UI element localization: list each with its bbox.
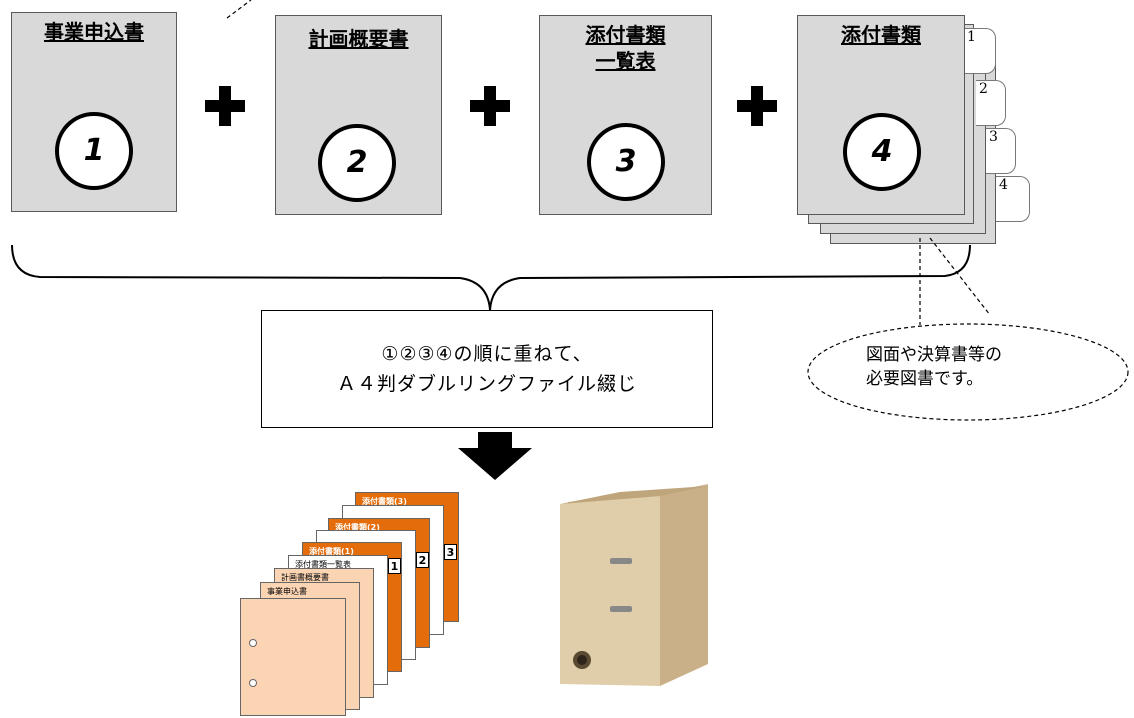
callout-line2: 必要図書です。 bbox=[866, 369, 984, 389]
plus-icon-2 bbox=[470, 86, 510, 126]
document-1-title: 事業申込書 bbox=[44, 20, 144, 44]
document-2-number-badge: 2 bbox=[318, 124, 396, 202]
top-pointer-line bbox=[226, 0, 252, 19]
document-3-title-line1: 添付書類 bbox=[585, 23, 666, 47]
document-2-title: 計画概要書 bbox=[308, 27, 409, 51]
document-3-attachment-list: 添付書類 一覧表 3 bbox=[539, 15, 712, 215]
instruction-line1: ①②③④の順に重ねて、 bbox=[381, 343, 593, 365]
document-1-application: 事業申込書 1 bbox=[11, 12, 177, 212]
document-3-title-line2: 一覧表 bbox=[595, 49, 656, 73]
ring-binder-illustration bbox=[560, 484, 708, 686]
document-4-attachments: 添付書類 4 bbox=[797, 15, 965, 215]
callout-line1: 図面や決算書等の bbox=[866, 345, 1002, 365]
document-4-number-badge: 4 bbox=[843, 113, 921, 191]
stack-sheet-front bbox=[240, 598, 346, 716]
stack-tab-3: 3 bbox=[444, 544, 457, 560]
instruction-line2: Ａ４判ダブルリングファイル綴じ bbox=[336, 373, 637, 395]
side-tab-1: 1 bbox=[964, 28, 996, 74]
document-2-plan-summary: 計画概要書 2 bbox=[275, 15, 442, 215]
side-tab-3: 3 bbox=[986, 128, 1016, 174]
document-3-number-badge: 3 bbox=[587, 123, 665, 201]
callout-note: 図面や決算書等の 必要図書です。 bbox=[806, 325, 1132, 423]
plus-icon-1 bbox=[205, 86, 245, 126]
document-1-number-badge: 1 bbox=[55, 112, 133, 190]
side-tab-2: 2 bbox=[976, 80, 1006, 126]
stack-tab-1: 1 bbox=[388, 558, 401, 574]
plus-icon-3 bbox=[737, 86, 777, 126]
instruction-box: ①②③④の順に重ねて、 Ａ４判ダブルリングファイル綴じ bbox=[261, 310, 713, 428]
punch-hole-bottom bbox=[249, 679, 257, 687]
punch-hole-top bbox=[249, 639, 257, 647]
stack-tab-2: 2 bbox=[416, 552, 429, 568]
side-tab-4: 4 bbox=[996, 176, 1030, 222]
document-4-title: 添付書類 bbox=[841, 23, 921, 47]
